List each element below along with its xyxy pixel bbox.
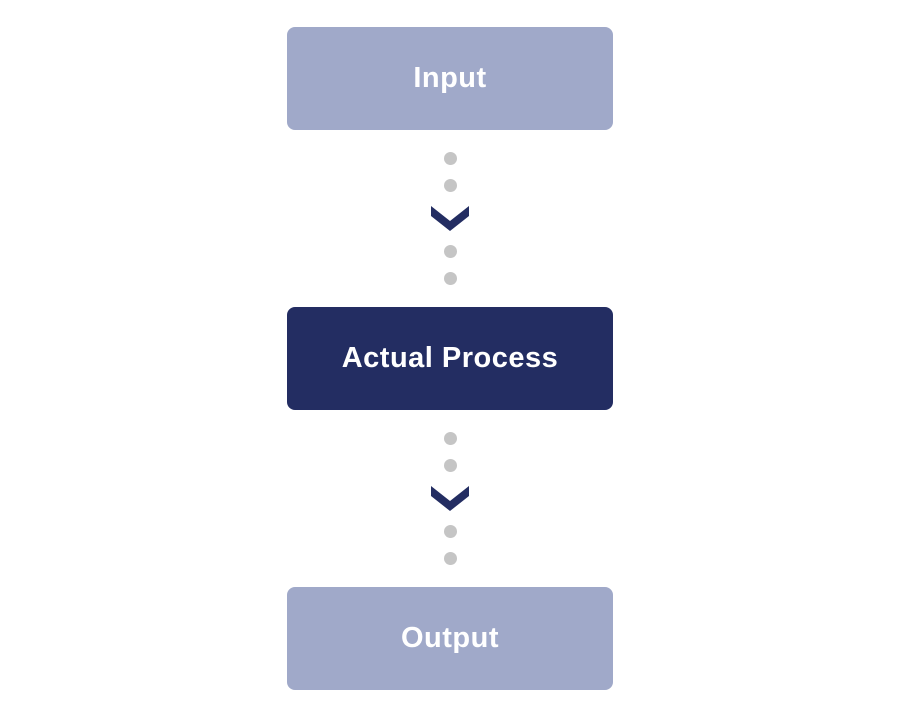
- connector-process-to-output: [431, 410, 469, 587]
- node-output: Output: [287, 587, 613, 690]
- node-input-label: Input: [413, 62, 487, 94]
- dot: [443, 552, 457, 565]
- connector-input-to-process: [431, 130, 469, 307]
- node-actual-process-label: Actual Process: [341, 342, 559, 374]
- chevron-down-icon: [431, 486, 469, 511]
- dot: [443, 432, 457, 445]
- node-output-label: Output: [400, 622, 499, 654]
- node-input: Input: [287, 27, 613, 130]
- dot: [443, 459, 457, 472]
- dot: [443, 152, 457, 165]
- dot: [443, 525, 457, 538]
- dot: [443, 179, 457, 192]
- node-actual-process: Actual Process: [287, 307, 613, 410]
- chevron-down-icon: [431, 206, 469, 231]
- dot: [443, 245, 457, 258]
- dot: [443, 272, 457, 285]
